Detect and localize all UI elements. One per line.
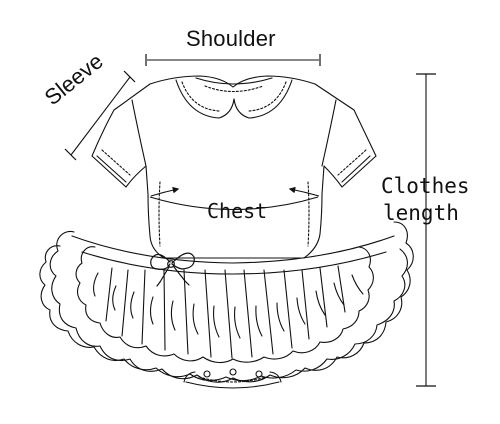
clothes-label: Clothes	[381, 174, 470, 198]
clothes-length-measure	[416, 74, 436, 386]
sleeve-measure	[65, 71, 135, 160]
shoulder-measure	[146, 54, 320, 66]
chest-label: Chest	[207, 199, 268, 223]
shoulder-label: Shoulder	[186, 26, 276, 51]
length-label: length	[383, 201, 459, 225]
chest-measure	[150, 186, 319, 210]
